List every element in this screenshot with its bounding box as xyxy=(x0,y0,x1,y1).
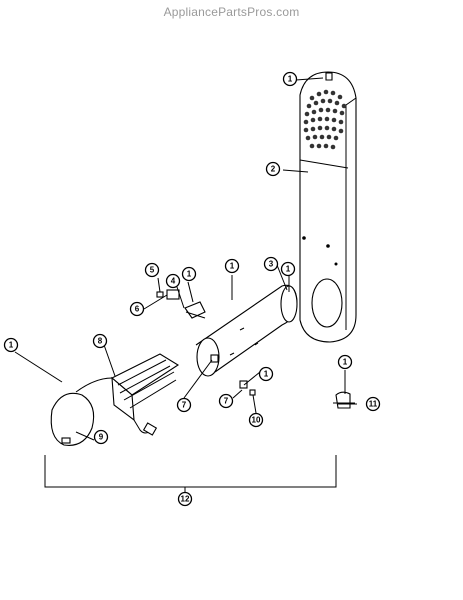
callout-10: 10 xyxy=(248,412,264,428)
svg-text:1: 1 xyxy=(9,341,14,350)
svg-text:4: 4 xyxy=(171,277,176,286)
svg-text:1: 1 xyxy=(343,358,348,367)
leader-lines xyxy=(14,77,357,493)
part-11-thermostat xyxy=(335,391,351,409)
svg-text:6: 6 xyxy=(135,305,140,314)
part-6-block xyxy=(166,289,180,300)
svg-text:1: 1 xyxy=(288,75,293,84)
svg-text:2: 2 xyxy=(271,165,276,174)
callout-3-housing: 3 xyxy=(263,256,279,272)
callout-1-cover: 1 xyxy=(3,337,19,353)
heater-cover xyxy=(50,377,113,446)
callout-1-bracket: 1 xyxy=(181,266,197,282)
callout-5: 5 xyxy=(144,262,160,278)
svg-text:3: 3 xyxy=(269,260,274,269)
svg-text:7: 7 xyxy=(224,397,229,406)
svg-text:1: 1 xyxy=(187,270,192,279)
svg-text:1: 1 xyxy=(264,370,269,379)
svg-text:1: 1 xyxy=(286,265,291,274)
callout-1-duct-screw: 1 xyxy=(282,71,298,87)
part-4-bracket xyxy=(184,301,206,319)
heater-element xyxy=(111,353,180,436)
svg-text:8: 8 xyxy=(98,337,103,346)
callout-1-housing-right: 1 xyxy=(280,261,296,277)
duct-screw xyxy=(325,72,333,81)
part-7-screw-a xyxy=(210,354,219,363)
exhaust-duct xyxy=(299,71,357,343)
callout-6: 6 xyxy=(129,301,145,317)
svg-text:5: 5 xyxy=(150,266,155,275)
callout-1-housing-top: 1 xyxy=(224,258,240,274)
callout-12-assembly: 12 xyxy=(177,491,193,507)
callout-2-duct: 2 xyxy=(265,161,281,177)
watermark: AppliancePartsPros.com xyxy=(163,5,300,19)
callout-8: 8 xyxy=(92,333,108,349)
part-10-nut xyxy=(249,389,256,396)
svg-text:1: 1 xyxy=(230,262,235,271)
svg-text:9: 9 xyxy=(99,433,104,442)
callout-7-right: 7 xyxy=(218,393,234,409)
callout-7-left: 7 xyxy=(176,397,192,413)
heater-housing xyxy=(195,284,298,377)
part-5-clip xyxy=(156,291,164,298)
callout-1-thermostat: 1 xyxy=(337,354,353,370)
svg-text:10: 10 xyxy=(252,416,261,425)
svg-text:12: 12 xyxy=(181,495,190,504)
callout-9: 9 xyxy=(93,429,109,445)
svg-text:7: 7 xyxy=(182,401,187,410)
callout-11: 11 xyxy=(365,396,381,412)
part-7-screw-b xyxy=(239,380,248,389)
callout-4: 4 xyxy=(165,273,181,289)
svg-text:11: 11 xyxy=(369,400,378,409)
callout-1-lower: 1 xyxy=(258,366,274,382)
